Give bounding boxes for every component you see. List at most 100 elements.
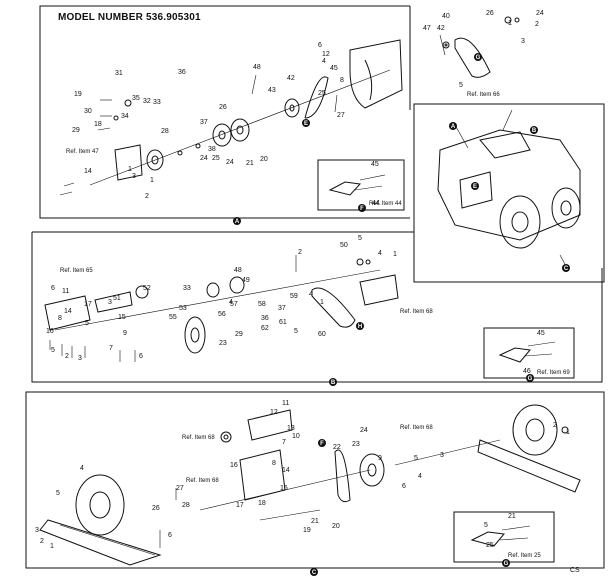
pulley-b	[206, 282, 220, 298]
gear-b	[184, 316, 206, 354]
part-number-label: 11	[62, 288, 69, 295]
part-number-label: 7	[282, 439, 286, 446]
pulley-left	[146, 149, 164, 171]
part-number-label: 14	[64, 308, 72, 315]
callout-g-c: G	[502, 559, 510, 567]
part-number-label: 59	[290, 293, 298, 300]
part-number-label: 36	[261, 315, 269, 322]
part-number-label: 44	[372, 200, 380, 207]
part-number-label: 6	[402, 483, 406, 490]
ref-note-c2: Ref. Item 68	[400, 425, 433, 431]
part-number-label: 9	[378, 455, 382, 462]
part-number-label: 9	[123, 330, 127, 337]
callout-f: F	[358, 204, 366, 212]
part-number-label: 58	[258, 301, 266, 308]
part-number-label: 8	[272, 460, 276, 467]
part-number-label: 1	[508, 20, 512, 27]
svg-text:G: G	[504, 561, 509, 567]
part-number-label: 16	[46, 328, 54, 335]
track-left	[39, 519, 162, 566]
pulley-upper	[284, 98, 300, 118]
part-number-label: 6	[318, 42, 322, 49]
part-number-label: 21	[246, 160, 254, 167]
part-number-label: 4	[322, 58, 326, 65]
part-number-label: 27	[337, 112, 345, 119]
part-number-label: 37	[278, 305, 286, 312]
part-number-label: 1	[150, 177, 154, 184]
ref-note-a1: Ref. Item 66	[467, 92, 500, 98]
part-number-label: 5	[56, 490, 60, 497]
chain-c	[334, 449, 351, 503]
ref-note-c3: Ref. Item 68	[186, 478, 219, 484]
part-number-label: 26	[486, 10, 494, 17]
part-number-label: 2	[553, 422, 557, 429]
part-number-label: 26	[152, 505, 160, 512]
callout-b-inset: B	[530, 126, 538, 134]
ref-note-a2: Ref. Item 47	[66, 149, 99, 155]
part-number-label: 8	[340, 77, 344, 84]
sprocket-c	[359, 453, 385, 487]
part-number-label: 45	[537, 330, 545, 337]
callout-c-bottom: C	[310, 568, 318, 576]
part-number-label: 46	[523, 368, 531, 375]
part-number-label: 27	[176, 485, 184, 492]
part-number-label: 4	[80, 465, 84, 472]
part-number-label: 5	[459, 82, 463, 89]
main-shaft-line	[89, 69, 391, 186]
part-number-label: 18	[94, 121, 102, 128]
part-number-label: 29	[72, 127, 80, 134]
wheel-right	[512, 404, 558, 456]
part-number-label: 18	[258, 500, 266, 507]
part-number-label: 21	[508, 513, 516, 520]
part-number-label: 1	[128, 166, 132, 173]
wheel-right-assembled	[551, 187, 581, 229]
pulley-middle	[212, 123, 232, 147]
part-number-label: 3	[35, 527, 39, 534]
part-number-label: 2	[65, 353, 69, 360]
part-number-label: 23	[352, 441, 360, 448]
part-number-label: 34	[121, 113, 129, 120]
wheel-left-assembled	[499, 195, 541, 249]
part-number-label: 45	[371, 161, 379, 168]
part-number-label: 30	[84, 108, 92, 115]
part-number-label: 25	[318, 90, 326, 97]
part-number-label: 5	[294, 328, 298, 335]
part-number-label: 5	[85, 320, 89, 327]
part-number-label: 4	[418, 473, 422, 480]
part-number-label: 42	[437, 25, 445, 32]
part-number-label: 2	[535, 21, 539, 28]
svg-text:G: G	[476, 55, 481, 61]
ref-note-b2: Ref. Item 68	[400, 309, 433, 315]
part-number-label: 61	[279, 319, 287, 326]
part-number-label: 20	[260, 156, 268, 163]
part-number-label: 15	[118, 314, 126, 321]
part-number-label: 6	[168, 532, 172, 539]
mounting-bracket-b	[44, 295, 91, 331]
svg-text:A: A	[451, 124, 456, 130]
callout-g-b: G	[526, 374, 534, 382]
svg-text:F: F	[360, 206, 364, 212]
part-number-label: 51	[113, 295, 121, 302]
svg-text:B: B	[532, 128, 537, 134]
part-number-label: 36	[178, 69, 186, 76]
callouts: A E F G A B C E B H G C F G	[233, 53, 570, 576]
part-number-label: 62	[261, 325, 269, 332]
part-number-label: 43	[268, 87, 276, 94]
track-right	[477, 439, 581, 493]
part-number-label: 3	[521, 38, 525, 45]
part-number-label: 5	[358, 235, 362, 242]
part-number-label: 16	[230, 462, 238, 469]
part-number-label: 48	[234, 267, 242, 274]
part-number-label: 1	[320, 299, 324, 306]
inset-assembled-view-frame	[413, 103, 605, 283]
part-number-label: 40	[442, 13, 450, 20]
part-number-label: 37	[200, 119, 208, 126]
part-number-label: 15	[280, 485, 288, 492]
part-number-label: 4	[378, 250, 382, 257]
ref-note-c4: Ref. Item 25	[508, 553, 541, 559]
callout-g: G	[474, 53, 482, 61]
part-number-label: 28	[182, 502, 190, 509]
part-number-label: 31	[115, 70, 123, 77]
